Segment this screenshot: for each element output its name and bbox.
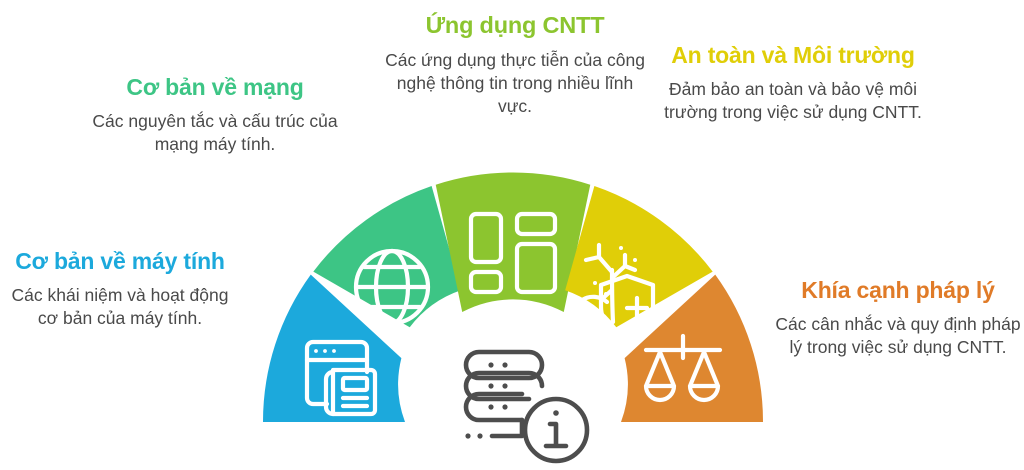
server-info-icon [463, 349, 590, 464]
label-title-computer-basics: Cơ bản về máy tính [15, 248, 225, 274]
label-title-safety-environment: An toàn và Môi trường [671, 42, 915, 68]
label-block-computer-basics: Cơ bản về máy tính Các khái niệm và hoạt… [2, 248, 238, 330]
label-block-network-basics: Cơ bản về mạng Các nguyên tắc và cấu trú… [78, 74, 352, 156]
label-title-legal-aspects: Khía cạnh pháp lý [801, 277, 995, 303]
label-description-computer-basics: Các khái niệm và hoạt động cơ bản của má… [11, 285, 229, 329]
label-title-network-basics: Cơ bản về mạng [126, 74, 304, 100]
label-description-it-applications: Các ứng dụng thực tiễn của công nghệ thô… [385, 49, 645, 116]
arc-segment-it-applications[interactable] [435, 172, 591, 313]
browser-document-icon [304, 339, 378, 417]
label-block-safety-environment: An toàn và Môi trường Đảm bảo an toàn và… [662, 42, 924, 124]
scales-of-justice-icon [643, 333, 723, 403]
label-description-safety-environment: Đảm bảo an toàn và bảo vệ môi trường tro… [664, 79, 922, 123]
arc-segment-legal-aspects[interactable] [621, 274, 764, 422]
label-description-network-basics: Các nguyên tắc và cấu trúc của mạng máy … [92, 111, 338, 155]
label-block-it-applications: Ứng dụng CNTT Các ứng dụng thực tiễn của… [381, 12, 649, 118]
label-title-it-applications: Ứng dụng CNTT [425, 12, 605, 38]
arc-segment-computer-basics[interactable] [262, 274, 405, 422]
tree-shield-icon [579, 242, 656, 340]
arc-segment-safety-environment[interactable] [565, 186, 713, 340]
label-block-legal-aspects: Khía cạnh pháp lý Các cân nhắc và quy đị… [772, 277, 1024, 359]
label-description-legal-aspects: Các cân nhắc và quy định pháp lý trong v… [775, 314, 1021, 358]
arc-segment-network-basics[interactable] [313, 186, 461, 328]
dashboard-grid-icon [468, 211, 558, 295]
globe-icon [353, 248, 431, 326]
segmented-arc-diagram [257, 166, 769, 470]
